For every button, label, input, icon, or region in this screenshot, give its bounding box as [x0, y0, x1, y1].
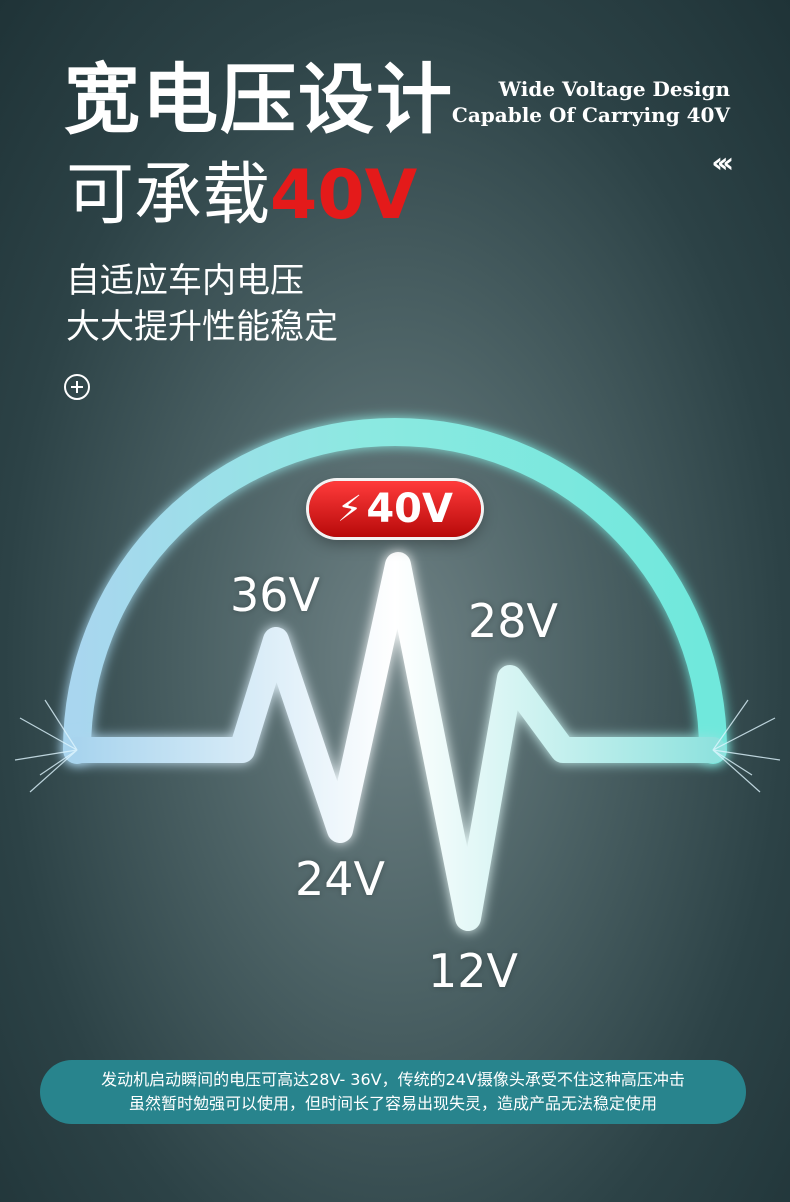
subtitle-line-2: 大大提升性能稳定: [66, 307, 338, 347]
headline-title: 宽电压设计: [64, 55, 454, 144]
gauge-arc: [63, 418, 727, 764]
headline-prefix: 可承载: [66, 156, 271, 235]
plus-circle-icon: [64, 374, 90, 400]
voltage-badge: ⚡ 40V: [309, 481, 481, 537]
label-28v: 28V: [468, 594, 559, 648]
label-24v: 24V: [295, 852, 386, 906]
headline-subtitle: 可承载40V: [66, 162, 417, 230]
voltage-wave: [64, 552, 726, 931]
label-36v: 36V: [230, 568, 321, 622]
subtitle: 自适应车内电压 大大提升性能稳定: [66, 258, 338, 350]
note-line-1: 发动机启动瞬间的电压可高达28V- 36V，传统的24V摄像头承受不住这种高压冲…: [101, 1070, 685, 1089]
label-12v: 12V: [428, 944, 519, 998]
lightning-icon: ⚡: [337, 488, 363, 530]
spark-right: [712, 699, 781, 793]
subtitle-line-1: 自适应车内电压: [66, 261, 304, 301]
note-line-2: 虽然暂时勉强可以使用，但时间长了容易出现失灵，造成产品无法稳定使用: [128, 1094, 657, 1113]
spark-left: [14, 699, 78, 793]
english-line-2: Capable Of Carrying 40V: [451, 103, 730, 127]
english-line-1: Wide Voltage Design: [498, 77, 730, 101]
badge-label: 40V: [366, 486, 453, 532]
note-banner: 发动机启动瞬间的电压可高达28V- 36V，传统的24V摄像头承受不住这种高压冲…: [40, 1060, 746, 1124]
english-caption: Wide Voltage Design Capable Of Carrying …: [452, 76, 730, 128]
headline-highlight: 40V: [270, 156, 418, 235]
